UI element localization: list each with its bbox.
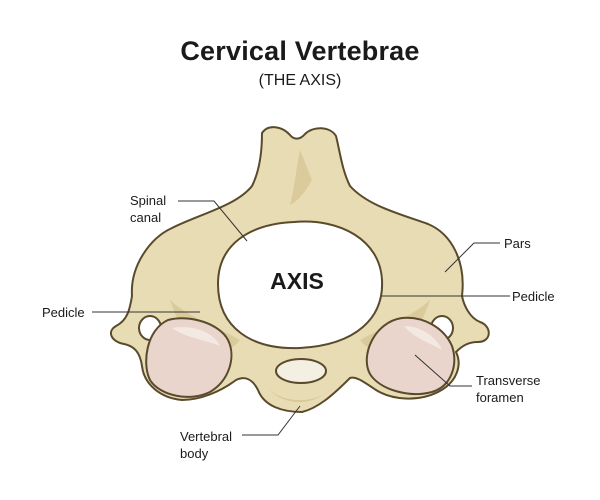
diagram-subtitle: (THE AXIS) bbox=[258, 72, 342, 89]
label-pedicle-left: Pedicle bbox=[42, 305, 85, 320]
label-spinal-canal-line2: canal bbox=[130, 210, 162, 225]
axis-center-label: AXIS bbox=[270, 268, 324, 294]
label-spinal-canal: Spinal canal bbox=[130, 192, 166, 226]
right-articular-facet bbox=[365, 316, 456, 395]
label-vertebral-body: Vertebral body bbox=[180, 428, 232, 462]
leader-lines bbox=[92, 200, 510, 436]
vertebral-body-oval bbox=[275, 358, 327, 384]
leader-vertebral-body bbox=[242, 405, 301, 436]
label-pedicle-right: Pedicle bbox=[512, 289, 555, 304]
left-facet-highlight bbox=[172, 326, 220, 346]
bone-shading-top bbox=[290, 150, 312, 205]
right-facet-highlight bbox=[404, 326, 442, 350]
leader-spinal-canal bbox=[178, 200, 248, 242]
label-transverse-foramen: Transverse foramen bbox=[476, 372, 541, 406]
diagram-title: Cervical Vertebrae bbox=[180, 36, 420, 66]
label-transverse-foramen-line1: Transverse bbox=[476, 373, 541, 388]
label-spinal-canal-line1: Spinal bbox=[130, 193, 167, 208]
label-transverse-foramen-line2: foramen bbox=[476, 390, 524, 405]
label-pars: Pars bbox=[504, 236, 531, 251]
spinal-canal bbox=[216, 220, 384, 350]
label-vertebral-body-line1: Vertebral bbox=[180, 429, 233, 444]
leader-pars bbox=[444, 242, 500, 273]
label-vertebral-body-line2: body bbox=[180, 446, 209, 461]
bone-shading-body bbox=[268, 388, 332, 402]
leader-transverse-foramen bbox=[414, 354, 472, 387]
